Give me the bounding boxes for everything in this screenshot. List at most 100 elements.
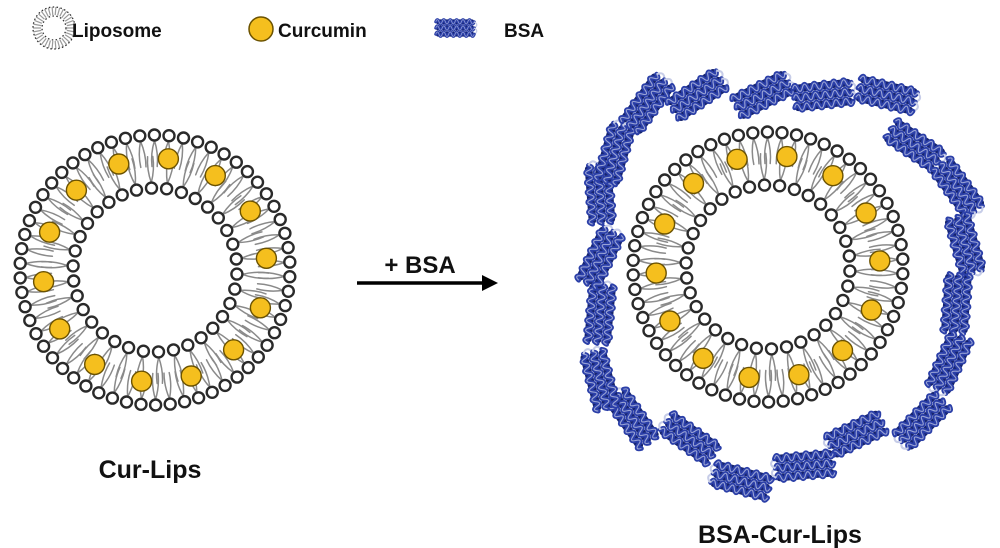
lipid-tail bbox=[656, 242, 684, 248]
lipid-tail bbox=[200, 361, 211, 389]
bsa-protein bbox=[853, 73, 922, 117]
lipid-head bbox=[28, 200, 43, 215]
lipid bbox=[719, 161, 742, 199]
lipid-tail bbox=[226, 318, 251, 334]
lipid-head bbox=[757, 178, 772, 192]
lipid-head bbox=[217, 147, 231, 161]
lipid-head bbox=[229, 252, 244, 266]
lipid-tail bbox=[41, 260, 69, 267]
lipid-head bbox=[105, 391, 120, 405]
lipid-head bbox=[136, 344, 151, 358]
lipid-head bbox=[691, 144, 705, 159]
lipid-tail bbox=[751, 137, 755, 166]
lipid-head bbox=[283, 255, 297, 269]
helix-highlight bbox=[659, 427, 709, 466]
lipid-tail bbox=[692, 333, 713, 354]
lipid-head bbox=[708, 323, 723, 337]
lipid bbox=[746, 126, 760, 166]
lipid bbox=[678, 312, 712, 342]
lipid-head bbox=[45, 351, 60, 365]
lipid-tail bbox=[179, 369, 185, 398]
lipid-head bbox=[36, 339, 51, 353]
lipid bbox=[133, 129, 147, 169]
lipid bbox=[862, 209, 900, 232]
lipid bbox=[147, 128, 162, 168]
lipid-head bbox=[626, 268, 640, 282]
lipid-head bbox=[842, 249, 856, 263]
lipid bbox=[223, 164, 255, 198]
lipid-head bbox=[278, 226, 292, 241]
lipid-tail bbox=[29, 235, 56, 246]
lipid-head bbox=[73, 229, 87, 244]
lipid-tail bbox=[157, 356, 164, 385]
lipid-head bbox=[824, 208, 838, 222]
helix-highlight bbox=[794, 98, 854, 111]
lipid-tail bbox=[818, 356, 836, 379]
lipid-tail bbox=[867, 291, 894, 302]
lipid-tail bbox=[657, 237, 684, 248]
lipid bbox=[672, 199, 708, 228]
lipid-tail bbox=[655, 278, 683, 286]
lipid-tail bbox=[221, 199, 245, 216]
lipid-tail bbox=[92, 173, 107, 199]
lipid-head bbox=[278, 298, 292, 313]
bsa-protein bbox=[664, 68, 730, 122]
lipid bbox=[256, 283, 295, 298]
lipid-head bbox=[68, 244, 82, 258]
lipid-head bbox=[181, 338, 195, 352]
lipid-head bbox=[787, 182, 802, 197]
lipid-tail bbox=[153, 139, 159, 168]
lipid-tail bbox=[713, 361, 729, 386]
lipid bbox=[692, 353, 718, 390]
lipid bbox=[144, 155, 159, 195]
lipid-tail bbox=[195, 364, 211, 389]
lipid bbox=[18, 227, 57, 246]
lipid-tail bbox=[763, 136, 769, 165]
lipid-tail bbox=[39, 209, 66, 221]
curcumin-molecule bbox=[32, 271, 55, 293]
helix-highlight bbox=[793, 88, 853, 102]
lipid bbox=[253, 226, 292, 246]
lipid bbox=[787, 157, 808, 197]
lipid-head bbox=[631, 297, 645, 311]
lipid-head bbox=[190, 135, 205, 149]
helix-highlight bbox=[857, 84, 916, 106]
lipid-tail bbox=[639, 285, 668, 290]
lipid-head bbox=[104, 135, 119, 149]
lipid-head bbox=[681, 241, 695, 255]
lipid-tail bbox=[654, 257, 682, 264]
lipid bbox=[148, 372, 163, 412]
curcumin-molecule bbox=[222, 339, 245, 361]
lipid-tail bbox=[642, 232, 669, 243]
lipid-tail bbox=[869, 285, 897, 289]
curcumin-molecule bbox=[130, 370, 153, 392]
lipid-tail bbox=[227, 174, 245, 198]
outer-leaflet bbox=[13, 128, 297, 412]
lipid-head bbox=[90, 205, 104, 219]
lipid-tail bbox=[106, 166, 121, 191]
curcumin-molecule bbox=[831, 339, 854, 362]
lipid bbox=[92, 362, 116, 400]
lipid-tail bbox=[83, 336, 100, 360]
lipid-head bbox=[76, 302, 90, 317]
lipid-head bbox=[23, 313, 37, 328]
lipid-tail bbox=[45, 296, 73, 304]
helix-highlight bbox=[939, 162, 976, 213]
lipid-tick bbox=[65, 19, 74, 24]
legend-curcumin-label: Curcumin bbox=[278, 21, 367, 42]
helix-highlight bbox=[607, 399, 642, 450]
lipid-tick bbox=[57, 7, 61, 16]
lipid-tail bbox=[854, 321, 877, 340]
lipid-head bbox=[886, 209, 900, 224]
lipid-head bbox=[830, 144, 844, 158]
lipid-tail bbox=[173, 354, 179, 382]
lipid-tail bbox=[840, 171, 858, 195]
lipid-head bbox=[689, 299, 703, 314]
lipid-tick bbox=[33, 23, 42, 27]
lipid bbox=[866, 291, 905, 310]
lipid-tail bbox=[700, 155, 718, 178]
helix-highlight bbox=[774, 459, 835, 472]
lipid-tail bbox=[639, 245, 667, 249]
lipid bbox=[844, 172, 878, 203]
lipid-tail bbox=[34, 310, 61, 320]
